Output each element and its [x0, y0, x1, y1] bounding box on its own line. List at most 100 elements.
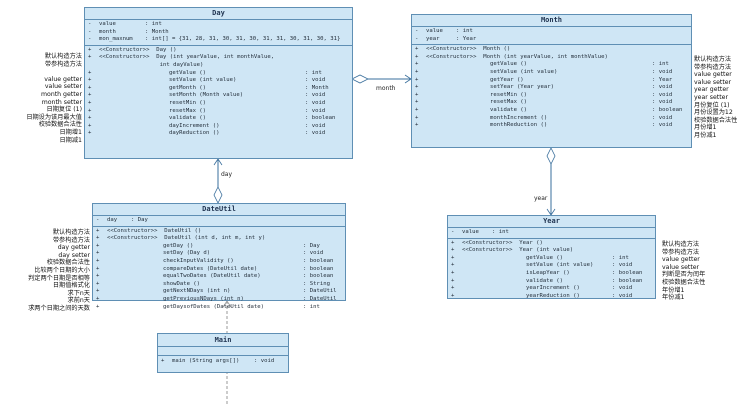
visibility-marker: +	[451, 285, 455, 292]
note-line: 日期减1	[59, 136, 83, 144]
operation-return: : boolean	[305, 115, 336, 122]
visibility-marker: +	[415, 61, 419, 68]
operation-return: : void	[305, 130, 326, 137]
visibility-marker: +	[451, 292, 455, 299]
operation-row: +setValue (int value): void	[448, 262, 655, 270]
operation-signature: dayIncrement ()	[169, 122, 220, 129]
operation-signature: getValue ()	[490, 61, 528, 68]
note-line: value getter	[694, 71, 732, 79]
operation-return: : boolean	[303, 265, 334, 272]
operation-signature: getYear ()	[490, 76, 524, 83]
operation-return: : int	[652, 61, 669, 68]
operation-return: : void	[305, 107, 326, 114]
operation-row: +compareDates (DateUtil date): boolean	[93, 266, 345, 274]
operation-return: : String	[303, 280, 330, 287]
visibility-marker: -	[415, 35, 419, 42]
association-label-day: day	[221, 171, 233, 178]
visibility-marker: +	[88, 130, 92, 137]
operation-return: : boolean	[303, 257, 334, 264]
class-year-title: Year	[448, 216, 655, 228]
operation-signature: resetMax ()	[169, 107, 207, 114]
operation-row: +getValue (): int	[448, 255, 655, 263]
attribute-type: : int	[492, 229, 509, 235]
note-line: 默认构造方法	[44, 53, 82, 60]
attribute-row: -day: Day	[93, 217, 345, 225]
operation-signature: getPreviousNDays (int n)	[163, 295, 244, 302]
operation-signature: resetMax ()	[490, 99, 528, 106]
visibility-marker: +	[415, 84, 419, 91]
visibility-marker: +	[96, 227, 100, 234]
operation-return: : void	[652, 114, 673, 121]
attribute-row: -year: Year	[412, 36, 691, 44]
operation-row: +validate (): boolean	[85, 115, 352, 123]
operation-return: : Month	[305, 84, 329, 91]
note-line: 求两个日期之间的天数	[28, 304, 90, 312]
operation-signature: getValue ()	[526, 254, 564, 261]
visibility-marker: -	[96, 217, 100, 223]
operation-signature: setValue (int value)	[490, 68, 558, 75]
operation-row: +setYear (Year year): void	[412, 84, 691, 92]
visibility-marker: +	[88, 107, 92, 114]
class-day[interactable]: Day -value: int-month: Month-mon_maxnum:…	[84, 7, 353, 159]
operation-signature: <<Constructor>> Month ()	[426, 46, 511, 53]
operation-row: +validate (): boolean	[448, 278, 655, 286]
operation-row: +<<Constructor>> Month (int yearValue, i…	[412, 54, 691, 62]
visibility-marker: -	[88, 28, 92, 35]
visibility-marker: +	[96, 288, 100, 295]
class-dateutil[interactable]: DateUtil -day: Day +<<Constructor>> Date…	[92, 203, 346, 310]
operation-return: : void	[612, 262, 633, 269]
note-line: 日期设为该月最大值	[26, 113, 82, 121]
operation-row: +getPreviousNDays (int n): DateUtil	[93, 296, 345, 304]
dateutil-aggregation-diamond	[213, 186, 223, 204]
visibility-marker: -	[415, 28, 419, 34]
operation-row: +<<Constructor>> Year (int value)	[448, 247, 655, 255]
class-dateutil-attributes: -day: Day	[93, 216, 345, 227]
operation-return: : void	[305, 99, 326, 106]
operation-row: +setValue (int value): void	[85, 77, 352, 85]
class-month[interactable]: Month -value: int-year: Year +<<Construc…	[411, 14, 692, 148]
operation-signature: <<Constructor>> Year (int value)	[462, 247, 574, 254]
operation-signature: main (String args[])	[172, 358, 240, 364]
visibility-marker: +	[96, 273, 100, 280]
operation-signature: int dayValue)	[99, 61, 204, 68]
class-dateutil-operations: +<<Constructor>> DateUtil ()+<<Construct…	[93, 227, 345, 313]
class-day-attributes: -value: int-month: Month-mon_maxnum: int…	[85, 20, 352, 46]
visibility-marker: +	[96, 242, 100, 249]
operation-row: +showDate (): String	[93, 281, 345, 289]
attribute-name: month	[99, 28, 116, 35]
operation-row: +getDay (): Day	[93, 243, 345, 251]
attribute-name: mon_maxnum	[99, 36, 133, 43]
operation-return: : DateUtil	[303, 295, 337, 302]
note-line: 默认构造方法	[662, 241, 700, 248]
visibility-marker: +	[88, 99, 92, 106]
operation-return: : DateUtil	[303, 288, 337, 295]
note-line: 校验数据合法性	[694, 116, 738, 124]
class-main-attributes	[158, 347, 288, 356]
operation-return: : void	[612, 285, 633, 292]
operation-row: +<<Constructor>> Year ()	[448, 240, 655, 248]
note-line: 月份减1	[694, 131, 717, 139]
class-main-title: Main	[158, 334, 288, 347]
operation-signature: setDay (Day d)	[163, 250, 211, 257]
note-line: 月份复位 (1)	[694, 101, 730, 109]
visibility-marker: +	[415, 76, 419, 83]
operation-row: +getDaysofDates (DateUtil date): int	[93, 304, 345, 312]
attribute-name: day	[107, 217, 118, 223]
attribute-name: value	[462, 229, 479, 235]
visibility-marker: +	[415, 68, 419, 75]
operation-row: +resetMin (): void	[412, 92, 691, 100]
note-line: year getter	[694, 86, 729, 94]
operation-signature: validate ()	[169, 115, 207, 122]
visibility-marker: +	[96, 265, 100, 272]
note-line: day getter	[57, 244, 90, 252]
note-line: 求前n天	[67, 297, 90, 305]
class-day-operations: +<<Constructor>> Day ()+<<Constructor>> …	[85, 46, 352, 139]
visibility-marker: -	[88, 21, 92, 27]
class-year[interactable]: Year -value: int +<<Constructor>> Year (…	[447, 215, 656, 299]
operation-return: : boolean	[303, 273, 334, 280]
class-main[interactable]: Main +main (String args[]): void	[157, 333, 289, 373]
visibility-marker: +	[88, 122, 92, 129]
operation-signature: setMonth (Month value)	[169, 92, 244, 99]
association-label-month: month	[376, 85, 396, 92]
